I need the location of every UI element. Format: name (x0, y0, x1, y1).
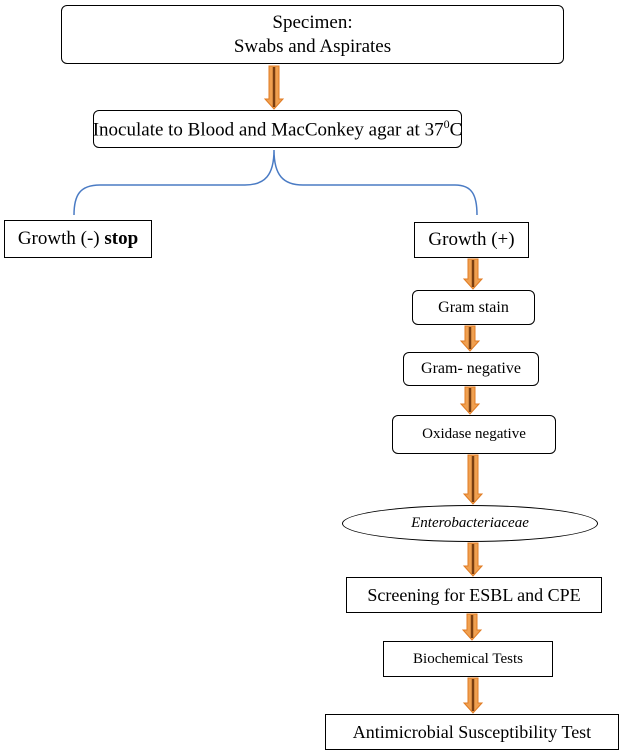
biochemical-box: Biochemical Tests (383, 641, 553, 677)
specimen-text: Specimen: Swabs and Aspirates (234, 11, 391, 57)
gram-negative-box: Gram- negative (403, 352, 539, 386)
inoculate-text: Inoculate to Blood and MacConkey agar at… (93, 117, 463, 141)
growth-positive-text: Growth (+) (428, 229, 515, 250)
inoculate-box: Inoculate to Blood and MacConkey agar at… (93, 110, 462, 148)
biochemical-text: Biochemical Tests (413, 650, 523, 667)
ast-text: Antimicrobial Susceptibility Test (352, 721, 592, 742)
screening-box: Screening for ESBL and CPE (346, 577, 602, 613)
growth-negative-label: Growth (-) (17, 228, 105, 249)
arrow-group (263, 65, 484, 714)
oxidase-negative-text: Oxidase negative (422, 426, 526, 442)
growth-positive-box: Growth (+) (414, 222, 529, 258)
growth-negative-box: Growth (-) stop (4, 220, 152, 258)
specimen-box: Specimen: Swabs and Aspirates (61, 5, 564, 64)
enterobacteriaceae-text: Enterobacteriaceae (411, 515, 529, 531)
inoculate-main: Inoculate to Blood and MacConkey agar at… (92, 119, 444, 141)
ast-box: Antimicrobial Susceptibility Test (325, 714, 619, 750)
enterobacteriaceae-oval: Enterobacteriaceae (342, 505, 598, 542)
gram-stain-text: Gram stain (438, 298, 509, 316)
branch-connector (73, 149, 478, 216)
stop-label: stop (104, 228, 139, 249)
screening-text: Screening for ESBL and CPE (367, 584, 581, 605)
inoculate-superscript: 0 (443, 116, 450, 131)
inoculate-unit: C (449, 119, 463, 141)
growth-negative-text: Growth (-) stop (18, 228, 138, 250)
gram-negative-text: Gram- negative (421, 360, 521, 377)
oxidase-negative-box: Oxidase negative (392, 415, 556, 454)
gram-stain-box: Gram stain (412, 290, 535, 325)
specimen-detail: Swabs and Aspirates (233, 35, 392, 57)
specimen-label: Specimen: (272, 12, 353, 34)
